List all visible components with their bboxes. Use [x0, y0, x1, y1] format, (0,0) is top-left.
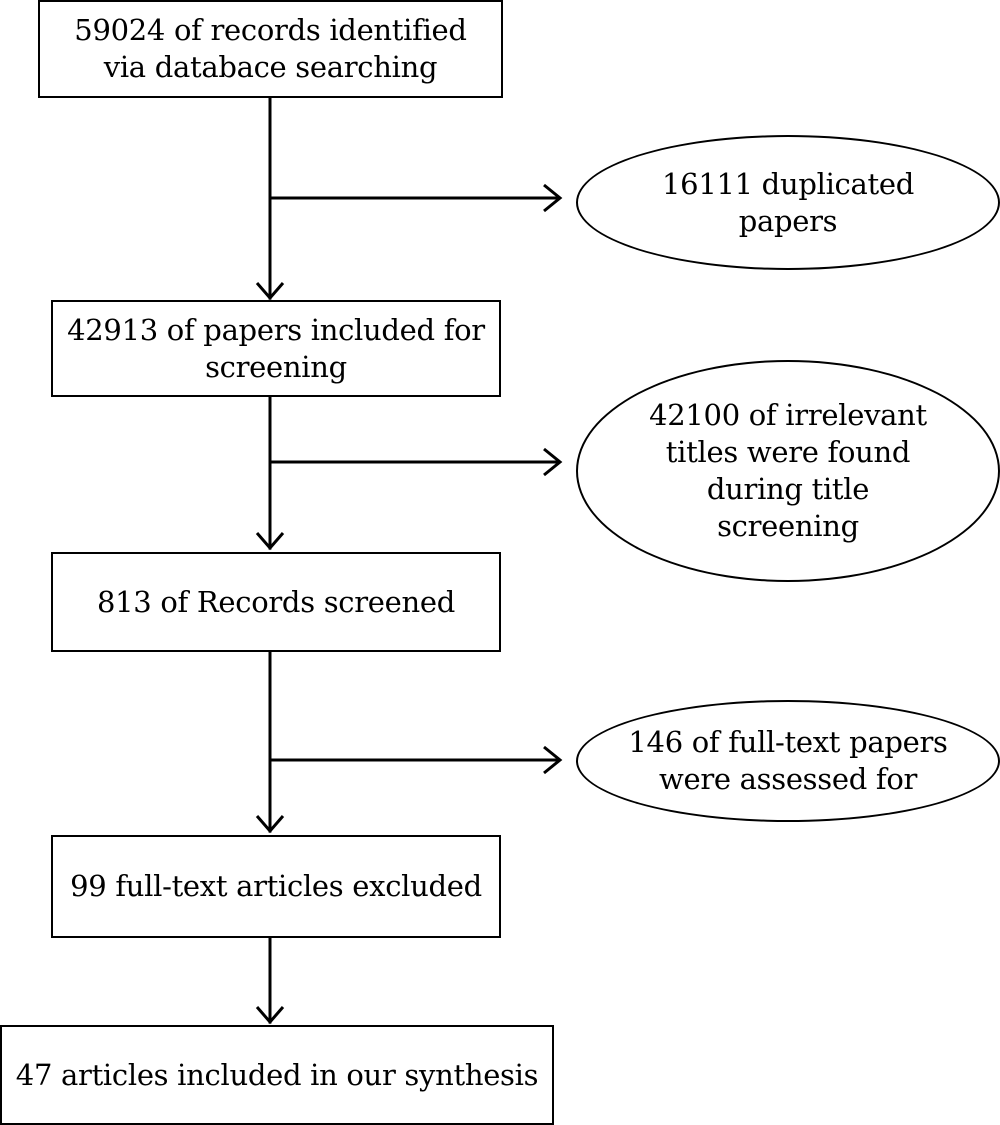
arrowhead-right-2	[543, 447, 563, 477]
duplicates-line-2: papers	[738, 203, 838, 238]
arrowhead-down-3	[255, 815, 285, 834]
fulltext-assessed-ellipse: 146 of full-text papers were assessed fo…	[576, 700, 1000, 822]
fulltext-assessed-line-1: 146 of full-text papers	[628, 725, 948, 759]
records-screened-line-1: 813 of Records screened	[96, 584, 456, 619]
irrelevant-titles-line-3: during title	[706, 472, 870, 506]
included-synthesis-line-1: 47 articles included in our synthesis	[15, 1057, 539, 1092]
duplicates-line-1: 16111 duplicated	[662, 166, 914, 201]
irrelevant-titles-line-2: titles were found	[665, 435, 911, 469]
irrelevant-titles-ellipse: 42100 of irrelevant titles were found du…	[576, 360, 1000, 582]
papers-screening-line-1: 42913 of papers included for	[67, 312, 485, 347]
papers-screening-line-2: screening	[205, 349, 347, 384]
papers-screening-box: 42913 of papers included for screening	[51, 300, 501, 397]
fulltext-excluded-line-1: 99 full-text articles excluded	[70, 869, 482, 903]
arrowhead-down-1	[255, 282, 285, 301]
irrelevant-titles-line-4: screening	[717, 509, 859, 543]
records-identified-box: 59024 of records identified via databace…	[38, 0, 503, 98]
duplicates-ellipse: 16111 duplicated papers	[576, 135, 1000, 270]
records-identified-line-2: via databace searching	[103, 50, 438, 84]
fulltext-excluded-box: 99 full-text articles excluded	[51, 835, 501, 938]
arrowhead-right-3	[543, 745, 563, 775]
records-identified-line-1: 59024 of records identified	[74, 13, 467, 47]
included-synthesis-box: 47 articles included in our synthesis	[0, 1025, 554, 1125]
arrowhead-right-1	[543, 183, 563, 213]
arrowhead-down-2	[255, 532, 285, 551]
arrowhead-down-4	[255, 1006, 285, 1025]
records-screened-box: 813 of Records screened	[51, 552, 501, 652]
fulltext-assessed-line-2: were assessed for	[658, 762, 918, 796]
irrelevant-titles-line-1: 42100 of irrelevant	[649, 398, 927, 432]
